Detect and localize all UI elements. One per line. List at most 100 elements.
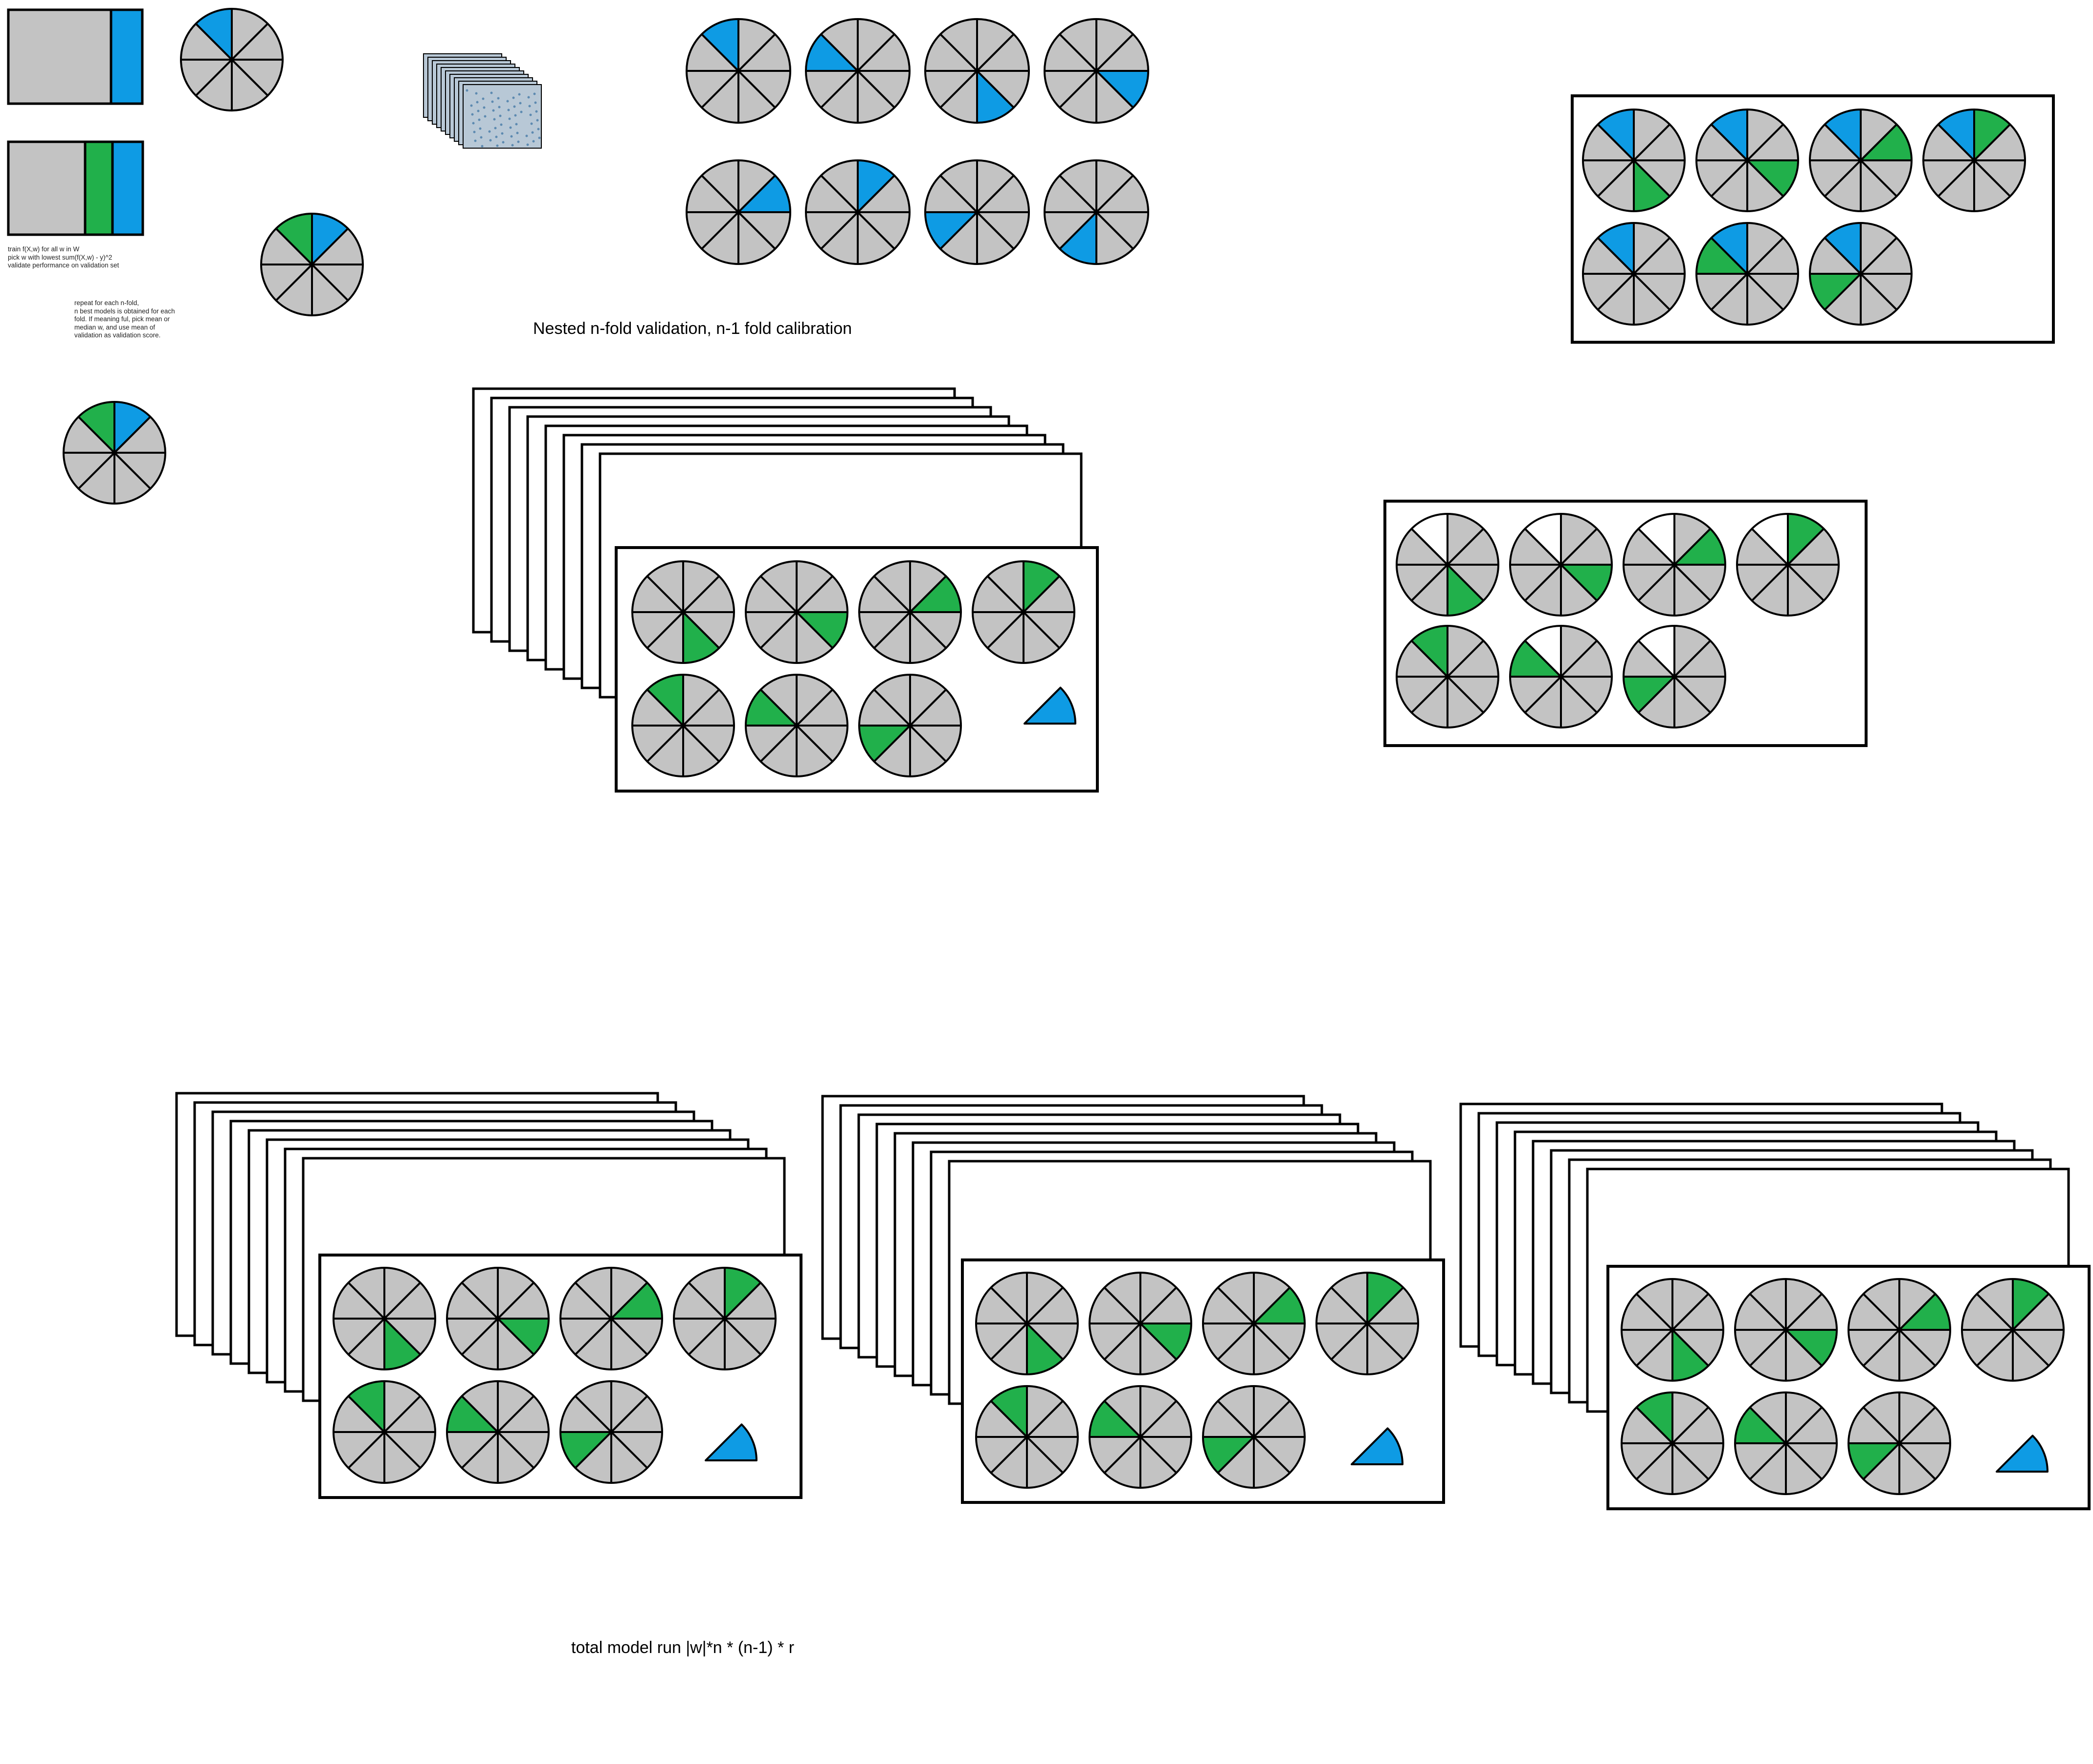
- tile-speckle: [494, 127, 497, 130]
- outer-fold-pie-1: [687, 19, 790, 123]
- tile-speckle: [478, 119, 481, 121]
- tile-speckle: [511, 135, 513, 138]
- tile-speckle: [466, 89, 468, 92]
- tile-speckle: [528, 96, 530, 99]
- inner-fold-pie-2: [1510, 514, 1612, 616]
- repetition-2-pie-2: [1090, 1273, 1191, 1374]
- tile-speckle: [513, 106, 516, 108]
- tile-speckle: [535, 110, 538, 113]
- repetition-3-pie-6: [1735, 1392, 1837, 1494]
- central-pie-3: [859, 561, 961, 663]
- tile-speckle: [529, 105, 531, 108]
- legend-pie-inner: [64, 402, 165, 504]
- calibration-pie-5: [1583, 223, 1685, 325]
- tile-speckle: [476, 101, 479, 104]
- tile-speckle: [499, 115, 502, 117]
- tile-speckle: [477, 110, 480, 112]
- repetition-3-pie-3: [1848, 1279, 1950, 1381]
- outer-fold-pie-7: [925, 160, 1029, 264]
- tile-speckle: [512, 144, 514, 147]
- tile-speckle: [520, 111, 523, 113]
- calibration-pie-3: [1810, 110, 1912, 211]
- tile-speckle: [489, 131, 491, 133]
- calibration-pie-7: [1810, 223, 1912, 325]
- repetition-3-pie-4: [1962, 1279, 2064, 1381]
- tile-speckle: [482, 98, 485, 100]
- repeat-per-fold-note: repeat for each n-fold, n best models is…: [74, 299, 175, 340]
- tile-speckle: [472, 122, 475, 125]
- training-procedure-note: train f(X,w) for all w in W pick w with …: [8, 245, 119, 270]
- tile-speckle: [500, 124, 503, 126]
- tile-speckle: [474, 140, 477, 142]
- tile-speckle: [536, 119, 539, 122]
- tile-speckle: [515, 123, 518, 126]
- tile-speckle: [534, 102, 537, 104]
- total-model-run-caption: total model run |w|*n * (n-1) * r: [571, 1638, 794, 1657]
- calibration-pie-6: [1696, 223, 1798, 325]
- central-pie-5: [632, 675, 734, 776]
- tile-speckle: [533, 140, 535, 143]
- calibration-pie-4: [1923, 110, 2025, 211]
- tile-speckle: [509, 118, 511, 120]
- repetition-3-pie-2: [1735, 1279, 1837, 1381]
- tile-speckle: [498, 106, 501, 109]
- repetition-1-pie-5: [334, 1381, 435, 1483]
- outer-fold-pie-5: [687, 160, 790, 264]
- repetition-1-pie-2: [447, 1268, 549, 1369]
- tile-speckle: [490, 92, 493, 94]
- tile-speckle: [470, 105, 473, 107]
- tile-speckle: [475, 92, 478, 95]
- repetition-1-pie-6: [447, 1381, 549, 1483]
- tile-speckle: [526, 135, 528, 137]
- tile-speckle: [491, 101, 494, 103]
- inner-calibration-bar: [8, 142, 85, 235]
- outer-fold-pie-4: [1045, 19, 1148, 123]
- repetition-2-pie-5: [976, 1386, 1078, 1488]
- tile-speckle: [537, 128, 540, 131]
- tile-speckle: [531, 123, 533, 125]
- calibration-pie-2: [1696, 110, 1798, 211]
- validation-set-bar: [111, 10, 142, 104]
- tile-speckle: [497, 97, 500, 100]
- repetition-1-pie-3: [560, 1268, 662, 1369]
- legend-pie-validation: [181, 9, 283, 110]
- nested-validation-caption: Nested n-fold validation, n-1 fold calib…: [533, 319, 852, 338]
- legend-pie-calibration: [261, 214, 363, 315]
- calibration-pie-1: [1583, 110, 1685, 211]
- tile-speckle: [519, 102, 522, 105]
- inner-validation-bar: [85, 142, 112, 235]
- outer-validation-bar: [112, 142, 143, 235]
- tile-speckle: [502, 141, 505, 144]
- tile-speckle: [484, 115, 487, 118]
- central-pie-7: [859, 675, 961, 776]
- inner-fold-pie-3: [1624, 514, 1725, 616]
- repetition-2-pie-3: [1203, 1273, 1305, 1374]
- tile-speckle: [516, 132, 519, 134]
- repetition-2-pie-4: [1316, 1273, 1418, 1374]
- inner-fold-pie-5: [1397, 626, 1498, 728]
- tile-speckle: [483, 107, 486, 109]
- tile-speckle: [508, 109, 510, 111]
- tile-speckle: [510, 127, 512, 129]
- inner-fold-pie-6: [1510, 626, 1612, 728]
- repetition-2-pie-6: [1090, 1386, 1191, 1488]
- calibration-set-bar: [8, 10, 111, 104]
- tile-speckle: [538, 137, 541, 139]
- tile-speckle: [492, 110, 495, 112]
- repetition-2-pie-7: [1203, 1386, 1305, 1488]
- dataset-tiles-icon: [423, 54, 541, 148]
- tile-speckle: [481, 145, 484, 148]
- central-pie-6: [746, 675, 847, 776]
- repetition-1-pie-1: [334, 1268, 435, 1369]
- outer-fold-pie-3: [925, 19, 1029, 123]
- central-pie-4: [973, 561, 1074, 663]
- tile-speckle: [517, 141, 520, 143]
- repetition-3-pie-7: [1848, 1392, 1950, 1494]
- repetition-3-pie-5: [1622, 1392, 1723, 1494]
- inner-fold-pie-1: [1397, 514, 1498, 616]
- tile-speckle: [518, 93, 521, 96]
- tile-speckle: [471, 113, 474, 116]
- inner-fold-pie-7: [1624, 626, 1725, 728]
- tile-speckle: [490, 139, 492, 142]
